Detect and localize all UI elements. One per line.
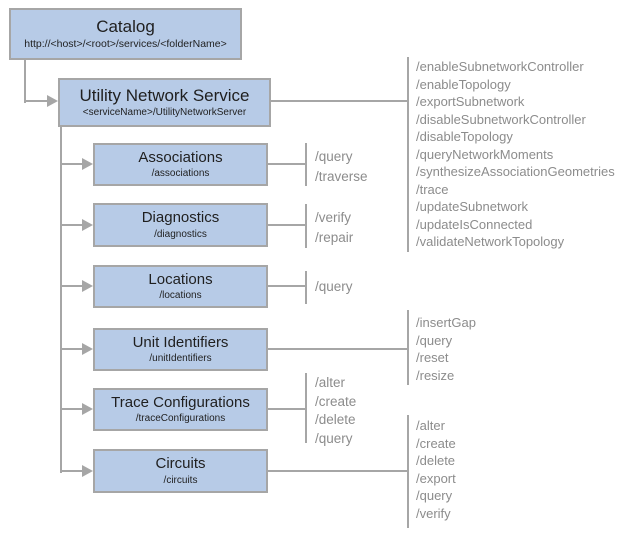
node-utility-network-service: Utility Network Service <serviceName>/Ut… <box>58 78 271 127</box>
op-item: /query <box>315 430 353 446</box>
node-circuits-url: /circuits <box>163 474 198 486</box>
op-item: /exportSubnetwork <box>416 94 525 109</box>
ops-bracket-bar <box>305 204 307 248</box>
op-item: /resize <box>416 367 455 383</box>
op-item: /updateSubnetwork <box>416 199 529 214</box>
connector-line <box>24 60 26 103</box>
arrowhead-icon <box>47 95 58 107</box>
node-locations-title: Locations <box>148 270 213 288</box>
op-item: /queryNetworkMoments <box>416 146 554 162</box>
node-circuits: Circuits /circuits <box>93 449 268 493</box>
op-item: /query <box>315 149 353 164</box>
node-unit-identifiers-title: Unit Identifiers <box>132 333 229 351</box>
op-item: /delete <box>315 412 356 427</box>
node-associations-title: Associations <box>138 148 223 166</box>
op-item: /trace <box>416 181 449 197</box>
arrowhead-icon <box>82 343 93 355</box>
node-diagnostics-url: /diagnostics <box>154 228 207 240</box>
op-item: /create <box>315 393 357 409</box>
node-utility-network-service-title: Utility Network Service <box>79 85 250 105</box>
arrowhead-icon <box>82 403 93 415</box>
ops-list-locations: /query <box>315 277 353 297</box>
op-item: /insertGap <box>416 315 476 330</box>
connector-line <box>61 163 84 165</box>
op-item: /validateNetworkTopology <box>416 234 565 249</box>
ops-bracket-bar <box>407 415 409 528</box>
ops-list-circuits: /alter /create /delete /export /query /v… <box>416 417 456 522</box>
op-item: /disableTopology <box>416 129 513 144</box>
ops-bracket-bar <box>305 373 307 443</box>
ops-bracket-bar <box>305 143 307 186</box>
arrowhead-icon <box>82 280 93 292</box>
op-item: /query <box>315 279 353 294</box>
ops-bracket-bar <box>305 271 307 304</box>
node-locations-url: /locations <box>159 290 202 302</box>
op-item: /reset <box>416 350 449 365</box>
op-item: /verify <box>315 210 352 225</box>
ops-list-associations: /query /traverse <box>315 147 368 187</box>
connector-line <box>61 224 84 226</box>
node-unit-identifiers: Unit Identifiers /unitIdentifiers <box>93 328 268 371</box>
node-diagnostics: Diagnostics /diagnostics <box>93 203 268 247</box>
node-locations: Locations /locations <box>93 265 268 308</box>
connector-line <box>268 285 306 287</box>
connector-line <box>271 100 408 102</box>
op-item: /create <box>416 435 456 451</box>
connector-line <box>268 224 306 226</box>
node-trace-configurations-title: Trace Configurations <box>111 393 250 411</box>
op-item: /export <box>416 470 456 486</box>
connector-line <box>268 163 306 165</box>
arrowhead-icon <box>82 158 93 170</box>
connector-line <box>268 348 408 350</box>
node-trace-configurations-url: /traceConfigurations <box>135 413 226 425</box>
ops-bracket-bar <box>407 310 409 385</box>
op-item: /repair <box>315 230 354 245</box>
op-item: /delete <box>416 453 456 468</box>
node-catalog-url: http://<host>/<root>/services/<folderNam… <box>24 37 227 50</box>
op-item: /query <box>416 488 453 503</box>
connector-line <box>60 127 62 473</box>
op-item: /enableSubnetworkController <box>416 59 584 74</box>
ops-list-diagnostics: /verify /repair <box>315 208 353 248</box>
ops-list-trace-configurations: /alter /create /delete /query <box>315 374 356 448</box>
node-trace-configurations: Trace Configurations /traceConfiguration… <box>93 388 268 431</box>
connector-line <box>24 100 49 102</box>
node-associations: Associations /associations <box>93 143 268 186</box>
connector-line <box>61 470 84 472</box>
connector-line <box>61 285 84 287</box>
op-item: /verify <box>416 505 451 521</box>
op-item: /updateIsConnected <box>416 216 533 232</box>
node-diagnostics-title: Diagnostics <box>141 209 220 227</box>
op-item: /alter <box>315 375 346 390</box>
connector-line <box>268 470 408 472</box>
node-associations-url: /associations <box>151 168 210 180</box>
node-circuits-title: Circuits <box>155 455 206 473</box>
arrowhead-icon <box>82 465 93 477</box>
connector-line <box>61 408 84 410</box>
ops-bracket-bar <box>407 57 409 252</box>
ops-list-utility-network-service: /enableSubnetworkController /enableTopol… <box>416 58 615 251</box>
node-catalog-title: Catalog <box>96 16 155 36</box>
op-item: /synthesizeAssociationGeometries <box>416 164 615 179</box>
arrowhead-icon <box>82 219 93 231</box>
node-utility-network-service-url: <serviceName>/UtilityNetworkServer <box>82 107 247 119</box>
ops-list-unit-identifiers: /insertGap /query /reset /resize <box>416 314 476 384</box>
op-item: /disableSubnetworkController <box>416 111 586 127</box>
op-item: /enableTopology <box>416 76 511 92</box>
connector-line <box>268 408 306 410</box>
node-catalog: Catalog http://<host>/<root>/services/<f… <box>9 8 242 60</box>
connector-line <box>61 348 84 350</box>
op-item: /query <box>416 332 453 348</box>
op-item: /alter <box>416 418 445 433</box>
node-unit-identifiers-url: /unitIdentifiers <box>149 353 212 365</box>
op-item: /traverse <box>315 169 368 184</box>
